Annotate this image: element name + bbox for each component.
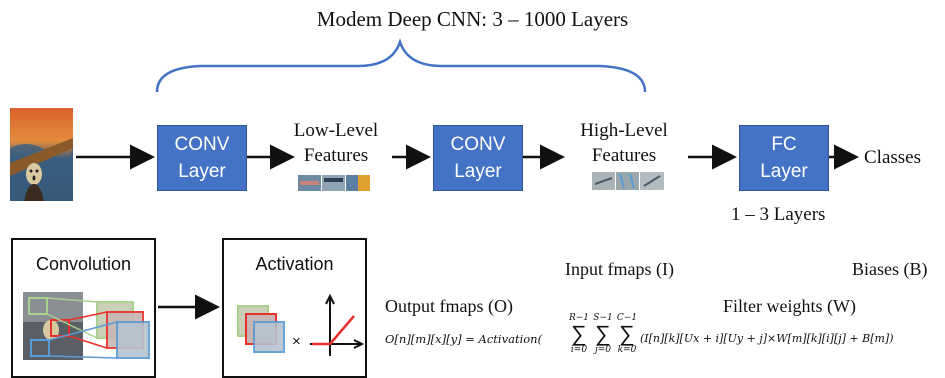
multiply-symbol: × — [292, 333, 301, 350]
low-level-line1: Low-Level — [293, 120, 379, 141]
sum-1: R−1 ∑ i=0 — [568, 313, 590, 355]
conv-layer-1-line1: CONV — [174, 134, 230, 155]
sum-3-upper: C−1 — [616, 313, 638, 323]
convolution-illustration — [23, 292, 150, 360]
sum-1-lower: i=0 — [570, 345, 588, 355]
sum-3: C−1 ∑ k=0 — [616, 313, 638, 355]
high-level-line1: High-Level — [580, 120, 668, 141]
fc-layer-line1: FC — [771, 134, 797, 155]
equation-body: (I[n][k][Ux + i][Uy + j]×W[m][k][i][j] +… — [640, 332, 894, 345]
low-level-line2: Features — [303, 145, 369, 166]
sigma-2: ∑ — [595, 321, 611, 346]
activation-illustration — [237, 293, 364, 356]
conv-layer-2-line2: Layer — [454, 161, 502, 182]
input-fmaps-label: Input fmaps (I) — [565, 259, 674, 279]
sum-2-lower: j=0 — [594, 345, 612, 355]
conv-layer-1: CONV Layer — [157, 125, 247, 191]
conv-layer-1-line2: Layer — [178, 161, 226, 182]
painting-thumbnail — [10, 108, 73, 201]
convolution-panel: Convolution — [11, 238, 156, 378]
equation-lhs: O[n][m][x][y] = Activation( — [385, 332, 543, 346]
diagram-title: Modem Deep CNN: 3 – 1000 Layers — [316, 7, 629, 31]
sigma-3: ∑ — [619, 321, 635, 346]
sum-1-upper: R−1 — [568, 313, 590, 323]
activation-title: Activation — [255, 254, 334, 274]
high-level-feature-thumbnails — [592, 172, 664, 190]
output-fmaps-label: Output fmaps (O) — [385, 296, 513, 316]
classes-label: Classes — [864, 147, 921, 168]
high-level-features-label: High-Level Features — [566, 118, 682, 168]
low-level-feature-thumbnails — [298, 175, 370, 191]
convolution-title: Convolution — [35, 254, 132, 274]
sigma-1: ∑ — [571, 321, 587, 346]
activation-panel: Activation × — [222, 238, 367, 378]
sum-3-lower: k=0 — [617, 345, 637, 355]
fc-layer: FC Layer — [739, 125, 829, 191]
low-level-features-label: Low-Level Features — [278, 118, 394, 168]
sum-2-upper: S−1 — [593, 313, 613, 323]
biases-label: Biases (B) — [852, 259, 928, 279]
fc-layers-count: 1 – 3 Layers — [731, 204, 826, 225]
filter-weights-label: Filter weights (W) — [723, 296, 856, 316]
conv-layer-2: CONV Layer — [433, 125, 523, 191]
sum-2: S−1 ∑ j=0 — [592, 313, 614, 355]
conv-layer-2-line1: CONV — [450, 134, 506, 155]
fc-layer-line2: Layer — [760, 161, 808, 182]
high-level-line2: Features — [591, 145, 657, 166]
